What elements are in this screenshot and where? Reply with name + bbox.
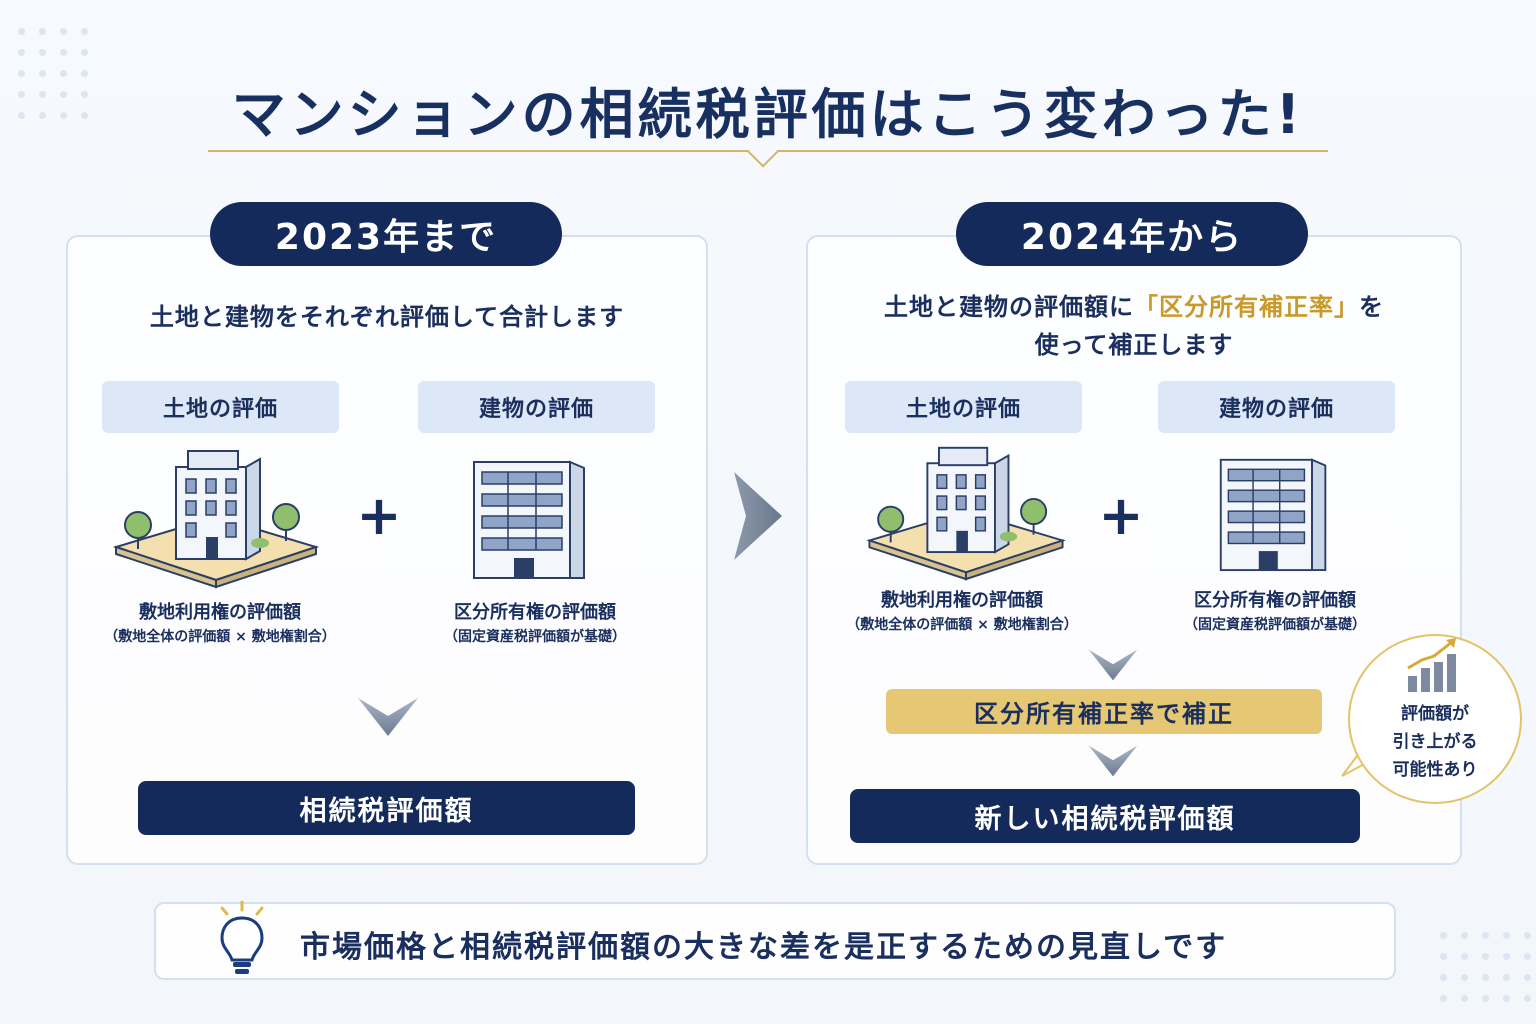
page-title: マンションの相続税評価はこう変わった! — [231, 83, 1305, 146]
summary-note-text: 市場価格と相続税評価額の大きな差を是正するための見直しです — [300, 930, 1228, 965]
after-land-caption: 敷地利用権の評価額 — [881, 590, 1043, 611]
bubble-line-1: 評価額が — [1401, 704, 1469, 724]
after-building-tag: 建物の評価 — [1158, 381, 1395, 433]
before-plus-icon: + — [356, 484, 402, 547]
down-chevron-icon — [1088, 649, 1138, 681]
after-building-caption-sub: （固定資産税評価額が基礎） — [1184, 617, 1366, 633]
bubble-text: 評価額が 引き上がる 可能性あり — [1348, 700, 1522, 784]
before-lead-text: 土地と建物をそれぞれ評価して合計します — [149, 303, 625, 331]
before-period-pill: 2023年まで — [210, 202, 562, 266]
after-lead-post: を — [1359, 293, 1384, 321]
before-land-caption: 敷地利用権の評価額 — [139, 602, 301, 623]
down-chevron-icon — [358, 698, 418, 736]
summary-note-box — [154, 902, 1396, 980]
before-building-caption: 区分所有権の評価額 — [454, 602, 616, 623]
transition-arrow-icon — [734, 472, 782, 560]
before-panel — [66, 235, 708, 865]
after-correction-bar: 区分所有補正率で補正 — [886, 689, 1322, 734]
bubble-line-2: 引き上がる — [1392, 732, 1478, 752]
after-land-caption-sub: （敷地全体の評価額 × 敷地権割合） — [846, 617, 1078, 633]
after-result-bar: 新しい相続税評価額 — [850, 789, 1360, 843]
after-period-pill: 2024年から — [956, 202, 1308, 266]
after-lead-pre: 土地と建物の評価額に — [884, 293, 1134, 321]
before-building-caption-sub: （固定資産税評価額が基礎） — [444, 629, 626, 645]
after-land-tag: 土地の評価 — [845, 381, 1082, 433]
decorative-dots-bottom-right — [1440, 932, 1531, 1002]
after-building-caption: 区分所有権の評価額 — [1194, 590, 1356, 611]
lightbulb-icon — [220, 900, 264, 974]
land-building-illustration-icon — [112, 450, 320, 589]
apartment-building-illustration-icon — [1219, 458, 1327, 572]
land-building-illustration-icon — [866, 446, 1066, 581]
before-result-bar: 相続税評価額 — [138, 781, 635, 835]
before-land-tag: 土地の評価 — [102, 381, 339, 433]
after-plus-icon: + — [1098, 484, 1144, 547]
apartment-building-illustration-icon — [473, 460, 585, 579]
bubble-line-3: 可能性あり — [1392, 760, 1478, 780]
before-land-caption-sub: （敷地全体の評価額 × 敷地権割合） — [104, 629, 336, 645]
after-lead-text: 土地と建物の評価額に「区分所有補正率」を 使って補正します — [806, 288, 1462, 364]
decorative-dots-top-left — [18, 28, 88, 119]
after-lead-highlight: 「区分所有補正率」 — [1134, 293, 1359, 321]
after-lead-line2: 使って補正します — [1034, 331, 1234, 359]
down-chevron-icon — [1088, 745, 1138, 777]
before-building-tag: 建物の評価 — [418, 381, 655, 433]
rising-bar-chart-icon — [1407, 638, 1456, 692]
